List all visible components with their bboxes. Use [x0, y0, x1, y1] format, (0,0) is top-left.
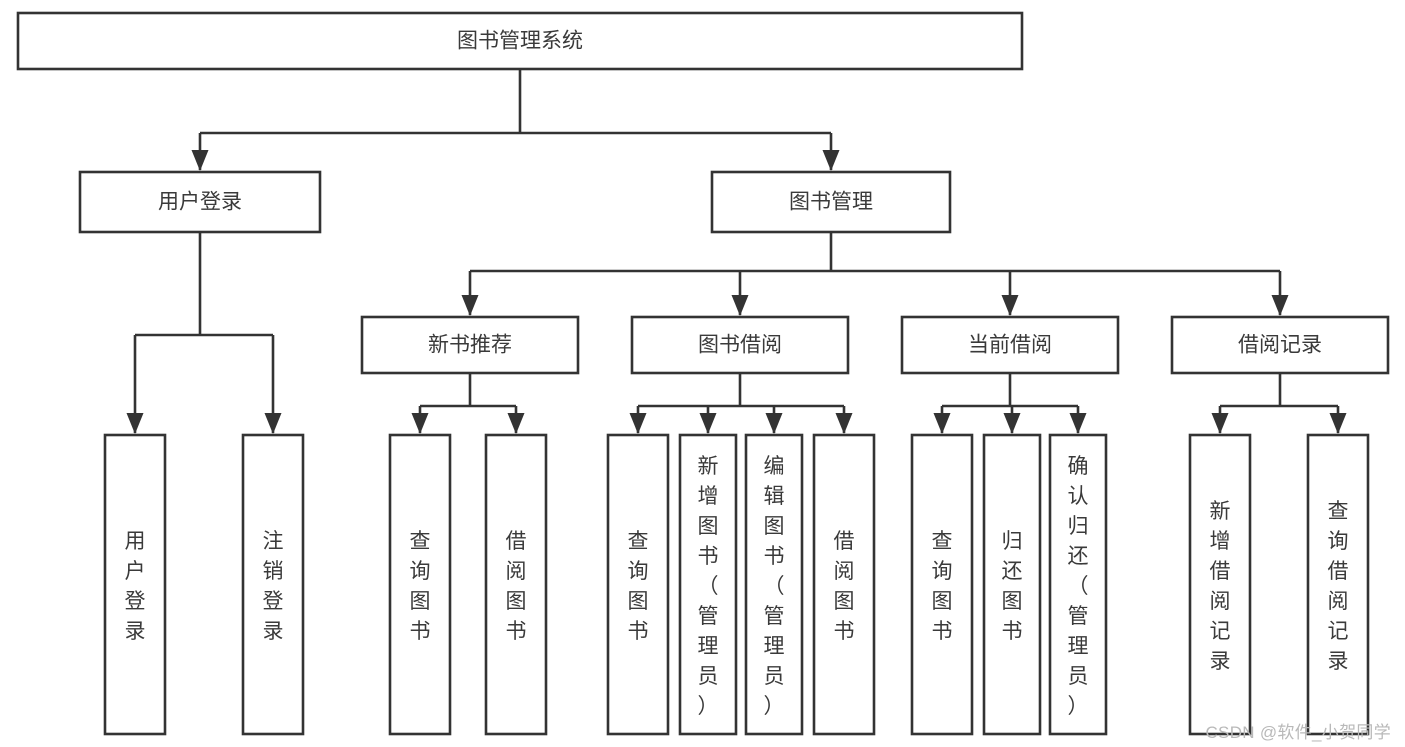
node-book-manage-rect[interactable]: [710, 170, 952, 234]
node-leaf-borrow-book-2-rect[interactable]: [812, 433, 876, 736]
node-borrow-record-label: 借阅记录: [1238, 334, 1322, 357]
node-leaf-edit-book-label: 编辑图书（管理员）: [764, 455, 785, 718]
node-leaf-add-record-label: 新增借阅记录: [1210, 500, 1231, 673]
node-leaf-add-record-rect[interactable]: [1188, 433, 1252, 736]
node-leaf-edit-book-rect[interactable]: [744, 433, 804, 736]
node-leaf-borrow-book-1-label: 借阅图书: [506, 530, 527, 643]
node-leaf-borrow-book-2[interactable]: 借阅图书: [812, 433, 876, 736]
node-new-book-rec-rect[interactable]: [360, 315, 580, 375]
node-leaf-user-logout-rect[interactable]: [241, 433, 305, 736]
node-leaf-user-logout[interactable]: 注销登录: [241, 433, 305, 736]
node-leaf-query-record[interactable]: 查询借阅记录: [1306, 433, 1370, 736]
arrow-head-icon: [461, 295, 479, 316]
arrow-head-icon: [264, 413, 282, 434]
arrow-head-icon: [411, 413, 429, 434]
node-leaf-borrow-book-1-rect[interactable]: [484, 433, 548, 736]
arrow-head-icon: [822, 150, 840, 171]
arrow-head-icon: [507, 413, 525, 434]
arrow-head-icon: [629, 413, 647, 434]
node-book-manage[interactable]: 图书管理: [710, 170, 952, 234]
node-leaf-user-logout-label: 注销登录: [263, 530, 284, 643]
node-current-borrow[interactable]: 当前借阅: [900, 315, 1120, 375]
node-book-borrow[interactable]: 图书借阅: [630, 315, 850, 375]
node-new-book-rec[interactable]: 新书推荐: [360, 315, 580, 375]
node-new-book-rec-label: 新书推荐: [428, 334, 512, 357]
node-leaf-add-record[interactable]: 新增借阅记录: [1188, 433, 1252, 736]
node-leaf-borrow-book-1[interactable]: 借阅图书: [484, 433, 548, 736]
node-leaf-query-book-3[interactable]: 查询图书: [910, 433, 974, 736]
node-book-borrow-label: 图书借阅: [698, 334, 782, 357]
node-leaf-add-book-label: 新增图书（管理员）: [698, 455, 719, 718]
node-user-login[interactable]: 用户登录: [78, 170, 322, 234]
node-leaf-user-login-rect[interactable]: [103, 433, 167, 736]
connectors-layer: [126, 69, 1347, 434]
arrow-head-icon: [699, 413, 717, 434]
arrow-head-icon: [1271, 295, 1289, 316]
node-leaf-user-login-label: 用户登录: [125, 530, 146, 643]
arrow-head-icon: [126, 413, 144, 434]
node-leaf-return-book[interactable]: 归还图书: [982, 433, 1042, 736]
node-leaf-query-record-label: 查询借阅记录: [1328, 500, 1349, 673]
node-leaf-borrow-book-2-label: 借阅图书: [834, 530, 855, 643]
node-book-borrow-rect[interactable]: [630, 315, 850, 375]
node-leaf-query-book-3-rect[interactable]: [910, 433, 974, 736]
node-user-login-rect[interactable]: [78, 170, 322, 234]
node-leaf-query-book-2-rect[interactable]: [606, 433, 670, 736]
node-current-borrow-rect[interactable]: [900, 315, 1120, 375]
arrow-head-icon: [835, 413, 853, 434]
csdn-watermark: CSDN @软件_小贺同学: [1205, 723, 1391, 742]
arrow-head-icon: [1069, 413, 1087, 434]
node-leaf-query-record-rect[interactable]: [1306, 433, 1370, 736]
node-borrow-record[interactable]: 借阅记录: [1170, 315, 1390, 375]
arrow-head-icon: [933, 413, 951, 434]
node-leaf-query-book-2-label: 查询图书: [628, 530, 649, 643]
arrow-head-icon: [191, 150, 209, 171]
arrow-head-icon: [1003, 413, 1021, 434]
node-borrow-record-rect[interactable]: [1170, 315, 1390, 375]
node-leaf-query-book-3-label: 查询图书: [932, 530, 953, 643]
node-user-login-label: 用户登录: [158, 191, 242, 214]
node-leaf-add-book-rect[interactable]: [678, 433, 738, 736]
node-root[interactable]: 图书管理系统: [16, 11, 1024, 71]
arrow-head-icon: [1329, 413, 1347, 434]
node-leaf-query-book-1-label: 查询图书: [410, 530, 431, 643]
node-current-borrow-label: 当前借阅: [968, 334, 1052, 357]
arrow-head-icon: [731, 295, 749, 316]
node-leaf-return-book-rect[interactable]: [982, 433, 1042, 736]
node-leaf-add-book[interactable]: 新增图书（管理员）: [678, 433, 738, 736]
node-leaf-query-book-1-rect[interactable]: [388, 433, 452, 736]
arrow-head-icon: [1211, 413, 1229, 434]
node-book-manage-label: 图书管理: [789, 191, 873, 214]
node-leaf-query-book-1[interactable]: 查询图书: [388, 433, 452, 736]
node-leaf-user-login[interactable]: 用户登录: [103, 433, 167, 736]
node-leaf-confirm-return-label: 确认归还（管理员）: [1068, 455, 1089, 718]
node-leaf-return-book-label: 归还图书: [1002, 530, 1023, 643]
node-root-rect[interactable]: [16, 11, 1024, 71]
node-leaf-query-book-2[interactable]: 查询图书: [606, 433, 670, 736]
node-leaf-confirm-return-rect[interactable]: [1048, 433, 1108, 736]
arrow-head-icon: [765, 413, 783, 434]
node-leaf-confirm-return[interactable]: 确认归还（管理员）: [1048, 433, 1108, 736]
arrow-head-icon: [1001, 295, 1019, 316]
node-leaf-edit-book[interactable]: 编辑图书（管理员）: [744, 433, 804, 736]
node-root-label: 图书管理系统: [457, 30, 583, 53]
nodes-layer: 图书管理系统用户登录图书管理新书推荐图书借阅当前借阅借阅记录用户登录注销登录查询…: [16, 11, 1390, 736]
